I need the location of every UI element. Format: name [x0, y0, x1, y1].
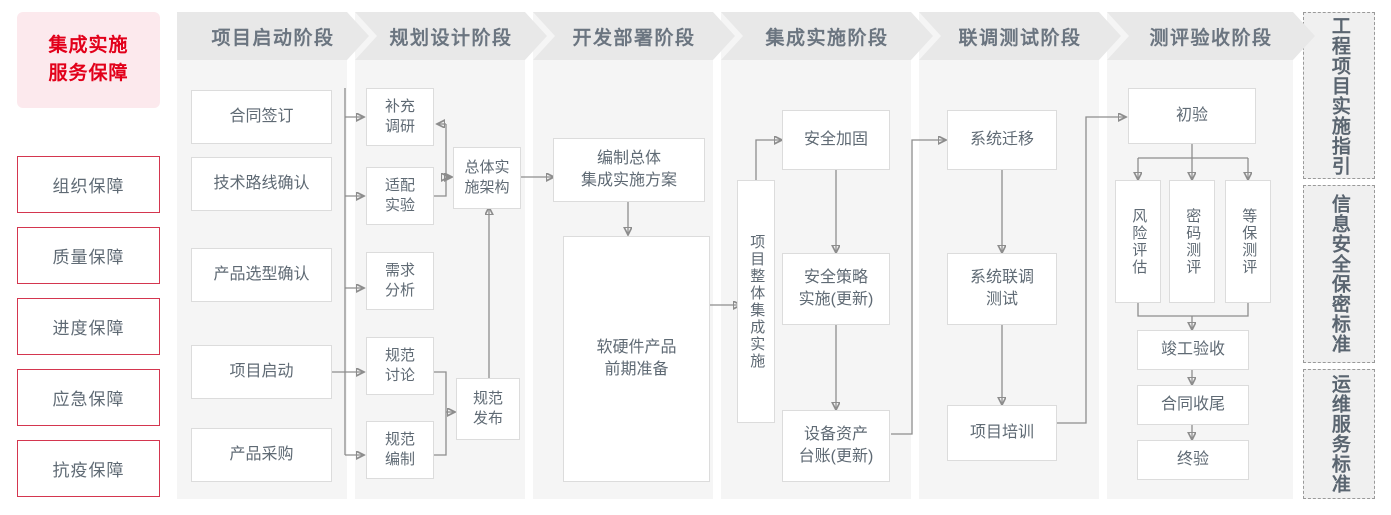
- right-rail-label-3: 运维服务标准: [1328, 374, 1350, 494]
- node-project-training[interactable]: 项目培训: [947, 405, 1057, 461]
- node-completion-acceptance[interactable]: 竣工验收: [1137, 330, 1249, 370]
- right-rail-security-standard[interactable]: 信息安全保密标准: [1303, 185, 1375, 363]
- phase-header-1: 项目启动阶段: [177, 12, 369, 60]
- node-preliminary-acceptance[interactable]: 初验: [1128, 88, 1256, 144]
- node-security-hardening[interactable]: 安全加固: [782, 110, 890, 170]
- diagram-title-line2: 服务保障: [48, 63, 129, 84]
- diagram-title: 集成实施 服务保障: [17, 12, 160, 108]
- rail-item-emergency[interactable]: 应急保障: [17, 369, 160, 426]
- phase-header-3: 开发部署阶段: [533, 12, 735, 60]
- node-overall-architecture[interactable]: 总体实施架构: [453, 147, 521, 209]
- right-rail-engineering-guide[interactable]: 工程项目实施指引: [1303, 12, 1375, 179]
- rail-item-quality[interactable]: 质量保障: [17, 227, 160, 284]
- node-system-migration[interactable]: 系统迁移: [947, 110, 1057, 170]
- rail-item-schedule[interactable]: 进度保障: [17, 298, 160, 355]
- node-crypto-evaluation[interactable]: 密码测评: [1169, 180, 1215, 303]
- node-adaptation-test[interactable]: 适配实验: [366, 167, 434, 225]
- node-final-acceptance[interactable]: 终验: [1137, 440, 1249, 480]
- node-product-procurement[interactable]: 产品采购: [191, 428, 332, 482]
- phase-header-2: 规划设计阶段: [355, 12, 547, 60]
- node-tech-route-confirm[interactable]: 技术路线确认: [191, 157, 332, 211]
- node-hw-sw-preparation[interactable]: 软硬件产品前期准备: [563, 236, 710, 482]
- right-rail-ops-standard[interactable]: 运维服务标准: [1303, 369, 1375, 499]
- phase-header-6: 测评验收阶段: [1107, 12, 1315, 60]
- right-rail-label-1: 工程项目实施指引: [1328, 15, 1350, 176]
- node-joint-debug-test[interactable]: 系统联调测试: [947, 253, 1057, 325]
- node-supplementary-survey[interactable]: 补充调研: [366, 88, 434, 146]
- node-contract-closure[interactable]: 合同收尾: [1137, 385, 1249, 425]
- node-project-kickoff[interactable]: 项目启动: [191, 345, 332, 399]
- node-spec-discussion[interactable]: 规范讨论: [366, 337, 434, 395]
- diagram-title-line1: 集成实施: [48, 35, 129, 57]
- rail-item-epidemic[interactable]: 抗疫保障: [17, 440, 160, 497]
- node-spec-publication[interactable]: 规范发布: [456, 378, 520, 440]
- rail-item-organization[interactable]: 组织保障: [17, 156, 160, 213]
- node-mlps-evaluation[interactable]: 等保测评: [1225, 180, 1271, 303]
- node-security-policy[interactable]: 安全策略实施(更新): [782, 253, 890, 325]
- node-overall-integration[interactable]: 项目整体集成实施: [737, 180, 775, 423]
- node-risk-assessment[interactable]: 风险评估: [1115, 180, 1161, 303]
- node-asset-ledger[interactable]: 设备资产台账(更新): [782, 410, 890, 482]
- node-overall-plan-doc[interactable]: 编制总体集成实施方案: [553, 138, 705, 202]
- right-rail-label-2: 信息安全保密标准: [1328, 194, 1350, 354]
- node-requirements-analysis[interactable]: 需求分析: [366, 252, 434, 310]
- node-spec-drafting[interactable]: 规范编制: [366, 421, 434, 479]
- node-product-selection[interactable]: 产品选型确认: [191, 248, 332, 302]
- phase-header-5: 联调测试阶段: [919, 12, 1121, 60]
- node-contract-signing[interactable]: 合同签订: [191, 90, 332, 144]
- phase-header-4: 集成实施阶段: [721, 12, 933, 60]
